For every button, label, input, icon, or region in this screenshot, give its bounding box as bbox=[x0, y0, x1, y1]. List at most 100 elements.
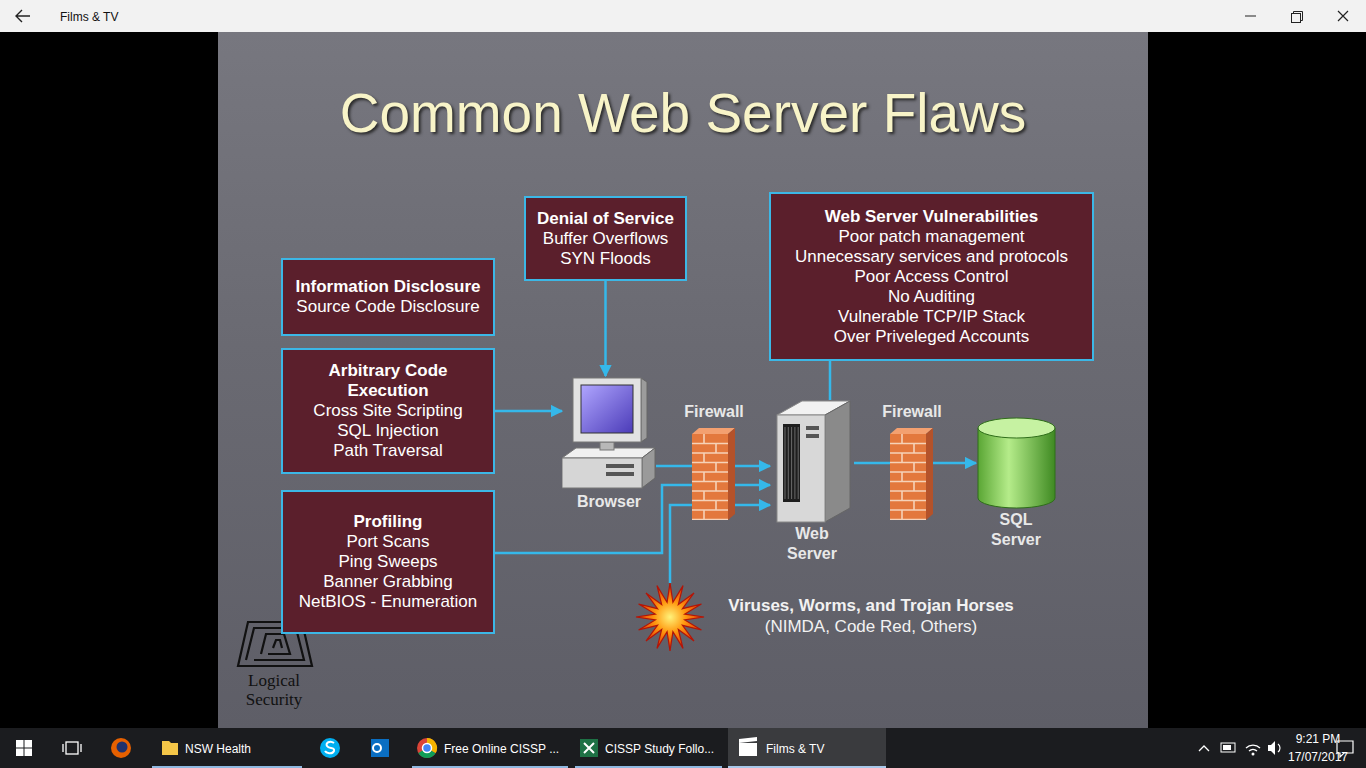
rect-part bbox=[890, 434, 926, 520]
line-part bbox=[798, 427, 799, 499]
back-arrow bbox=[16, 10, 30, 22]
line-part bbox=[901, 491, 903, 501]
item-underline bbox=[412, 766, 568, 768]
line-part bbox=[890, 500, 926, 502]
icon-caption: Firewall bbox=[672, 402, 756, 422]
rect-part bbox=[66, 742, 78, 754]
close-icon bbox=[1338, 11, 1348, 21]
path-part bbox=[641, 378, 647, 442]
rect-part bbox=[806, 426, 819, 430]
server-icon bbox=[770, 400, 854, 524]
active-item bbox=[728, 728, 886, 768]
line-part bbox=[692, 443, 728, 445]
line-part bbox=[692, 471, 728, 473]
line-part bbox=[890, 443, 926, 445]
line-part bbox=[913, 463, 915, 473]
firefox-icon bbox=[117, 742, 128, 753]
line-part bbox=[913, 444, 915, 454]
db-icon bbox=[976, 416, 1056, 510]
path-part bbox=[642, 448, 655, 488]
line-part bbox=[692, 509, 728, 511]
rect-part bbox=[692, 434, 728, 520]
line-part bbox=[692, 500, 728, 502]
restore-icon bbox=[1294, 12, 1303, 21]
node-item: NetBIOS - Enumeration bbox=[289, 592, 487, 612]
rect-part bbox=[777, 415, 825, 522]
firefox-icon bbox=[111, 738, 131, 758]
node-heading: Profiling bbox=[289, 512, 487, 532]
icon-node: Firewall bbox=[672, 402, 756, 520]
line-part bbox=[788, 427, 789, 499]
flow-arrow bbox=[604, 281, 607, 376]
task-view-icon bbox=[63, 742, 81, 754]
chrome-icon bbox=[417, 738, 437, 758]
clock-time: 9:21 PM bbox=[1283, 731, 1353, 747]
path-part bbox=[636, 583, 704, 651]
line-part bbox=[692, 490, 728, 492]
starburst-icon bbox=[635, 583, 707, 653]
line-part bbox=[715, 463, 717, 473]
chrome-icon bbox=[423, 744, 432, 753]
line-part bbox=[890, 471, 926, 473]
window-title: Films & TV bbox=[60, 9, 260, 25]
wifi-icon bbox=[1246, 745, 1260, 751]
line-part bbox=[901, 510, 903, 520]
rect-part bbox=[806, 434, 819, 438]
path-part bbox=[63, 744, 81, 752]
path-part bbox=[890, 428, 933, 434]
node-item: Source Code Disclosure bbox=[289, 297, 487, 317]
wifi-icon bbox=[1252, 753, 1255, 756]
item-underline bbox=[728, 766, 886, 768]
node-heading: Arbitrary Code Execution bbox=[289, 361, 487, 401]
tray-caret bbox=[1199, 746, 1209, 751]
path-part bbox=[728, 428, 735, 520]
node-heading: Denial of Service bbox=[532, 209, 679, 229]
node-heading: Browser bbox=[562, 492, 656, 512]
line-part bbox=[785, 427, 786, 499]
logo-text: Logical Security bbox=[234, 671, 314, 709]
minimize-icon bbox=[1245, 16, 1256, 17]
node-heading: Web Server bbox=[777, 524, 847, 564]
slide-title: Common Web Server Flaws bbox=[218, 80, 1148, 146]
line-part bbox=[703, 510, 705, 520]
line-part bbox=[890, 481, 926, 483]
browser-icon bbox=[562, 376, 656, 492]
node-heading: Firewall bbox=[672, 402, 756, 422]
path-part bbox=[825, 401, 850, 522]
path-part bbox=[978, 428, 1055, 508]
icon-caption: Firewall bbox=[870, 402, 954, 422]
flaw-box: ProfilingPort ScansPing SweepsBanner Gra… bbox=[281, 490, 495, 634]
excel-icon bbox=[584, 743, 594, 753]
node-item: Over Priveleged Accounts bbox=[777, 327, 1086, 347]
node-item: Ping Sweeps bbox=[289, 552, 487, 572]
node-item: SYN Floods bbox=[532, 249, 679, 269]
node-heading: Viruses, Worms, and Trojan Horses bbox=[707, 595, 1035, 616]
rect-part bbox=[581, 385, 633, 433]
line-part bbox=[890, 519, 926, 520]
rect-part bbox=[25, 740, 33, 748]
line-part bbox=[890, 462, 926, 464]
title-bar bbox=[0, 0, 1366, 32]
volume-icon bbox=[1268, 741, 1275, 755]
item-underline bbox=[575, 766, 722, 768]
flaw-box: Denial of ServiceBuffer OverflowsSYN Flo… bbox=[524, 196, 687, 281]
path-part bbox=[926, 428, 933, 520]
node-heading: SQL Server bbox=[981, 510, 1051, 550]
node-item: Poor patch management bbox=[777, 227, 1086, 247]
rect-part bbox=[600, 442, 614, 450]
node-item: Cross Site Scripting bbox=[289, 401, 487, 421]
rect-part bbox=[606, 472, 634, 476]
flaw-box: Arbitrary Code ExecutionCross Site Scrip… bbox=[281, 348, 495, 474]
node-item: Poor Access Control bbox=[777, 267, 1086, 287]
node-item: Path Traversal bbox=[289, 441, 487, 461]
firewall-icon bbox=[870, 422, 954, 520]
logo-line bbox=[261, 634, 290, 654]
line-part bbox=[901, 434, 903, 444]
icon-node: Browser bbox=[562, 376, 656, 512]
battery-icon bbox=[1223, 745, 1231, 750]
clock-date: 17/07/2017 bbox=[1283, 749, 1353, 765]
node-item: (NIMDA, Code Red, Others) bbox=[707, 616, 1035, 637]
line-part bbox=[901, 472, 903, 482]
